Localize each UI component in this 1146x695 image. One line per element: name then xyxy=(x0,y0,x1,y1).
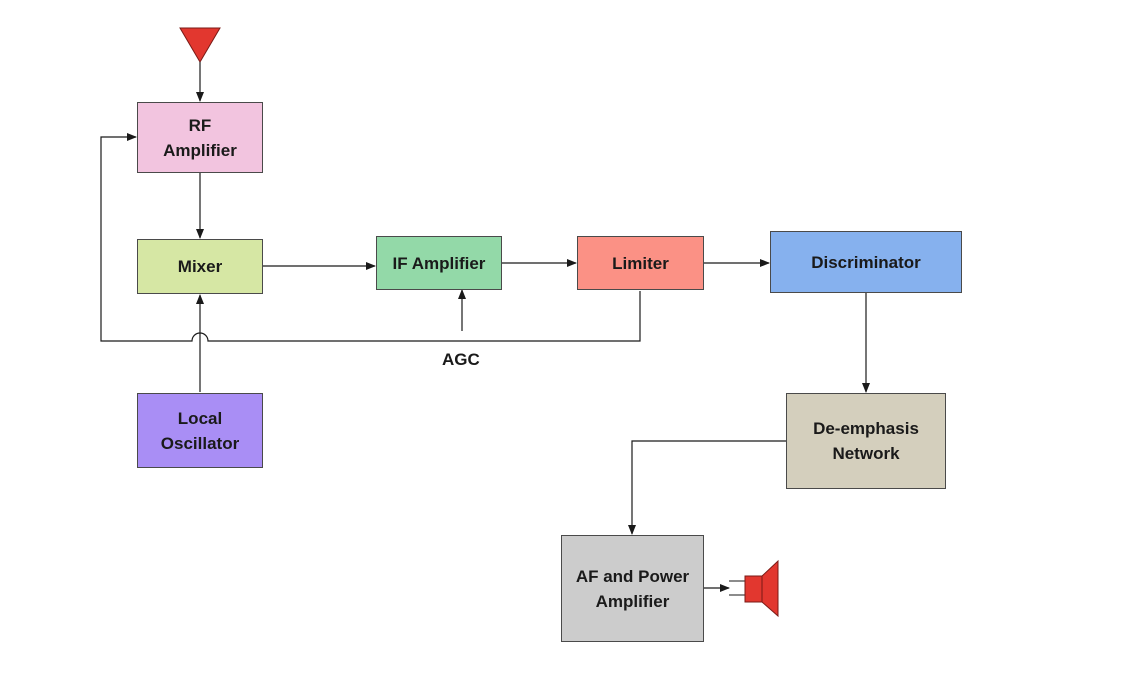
limiter-label: Limiter xyxy=(612,253,669,273)
discriminator-block: Discriminator xyxy=(770,231,962,293)
mixer-block: Mixer xyxy=(137,239,263,294)
agc-label: AGC xyxy=(442,350,480,369)
deemphasis-label-line2: Network xyxy=(832,444,900,463)
af-power-amplifier-label-line1: AF and Power xyxy=(575,566,690,586)
local-oscillator-label-line1: Local xyxy=(177,408,223,428)
deemphasis-to-af-arrow xyxy=(628,440,786,535)
mixer-label: Mixer xyxy=(177,257,223,276)
deemphasis-label-line1: De-emphasis xyxy=(813,419,919,438)
local-oscillator-block: Local Oscillator xyxy=(137,393,263,468)
af-power-amplifier-block: AF and Power Amplifier xyxy=(561,535,704,642)
if-amplifier-label: IF Amplifier xyxy=(392,253,486,273)
rf-amplifier-label-line2: Amplifier xyxy=(163,140,237,160)
agc-feedback-line xyxy=(100,133,641,342)
af-power-amplifier-label-line2: Amplifier xyxy=(595,591,670,611)
speaker-icon xyxy=(729,559,779,618)
deemphasis-network-block: De-emphasis Network xyxy=(786,393,946,489)
rf-amplifier-label-line1: RF xyxy=(188,115,212,135)
limiter-block: Limiter xyxy=(577,236,704,290)
rf-amplifier-block: RF Amplifier xyxy=(137,102,263,173)
local-oscillator-label-line2: Oscillator xyxy=(160,433,240,453)
if-amplifier-block: IF Amplifier xyxy=(376,236,502,290)
discriminator-label: Discriminator xyxy=(811,252,921,272)
antenna-icon xyxy=(179,27,221,63)
